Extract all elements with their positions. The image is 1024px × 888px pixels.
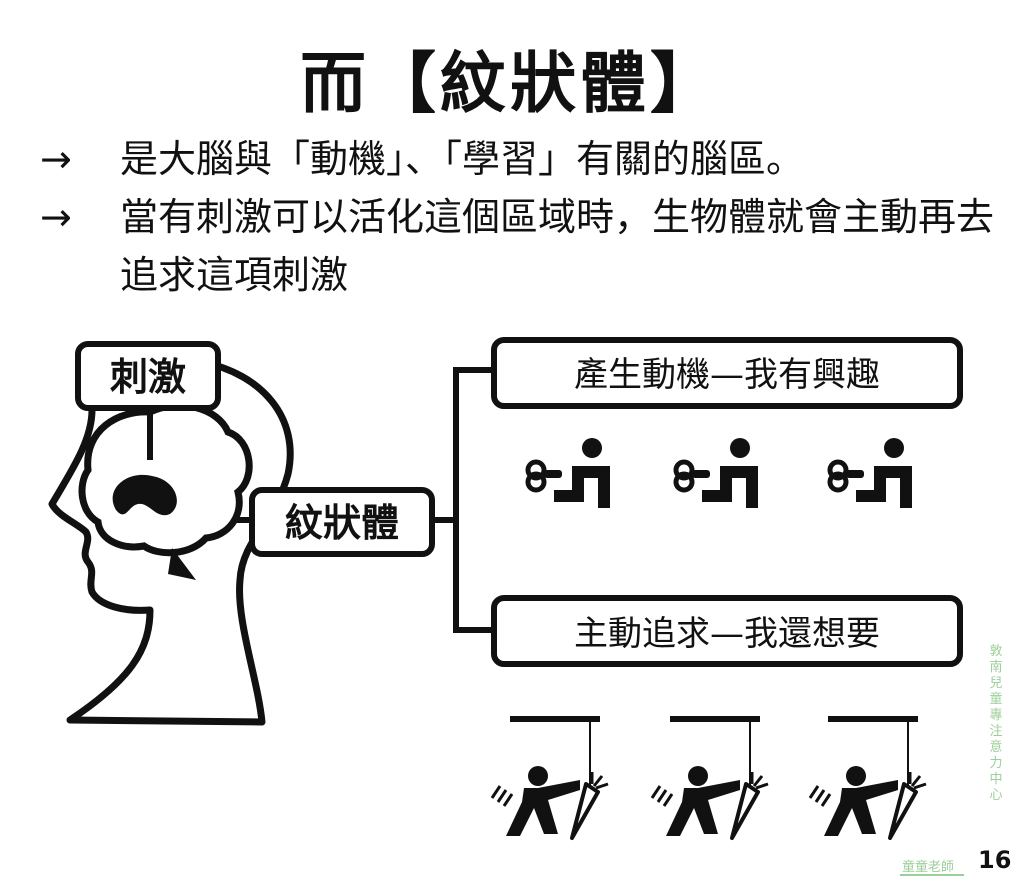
figure-chasing-carrot-icon — [490, 714, 610, 840]
footer-divider — [900, 874, 964, 876]
bullet-item: → 是大腦與「動機」、「學習」有關的腦區。 — [40, 130, 1000, 188]
stimulus-box: 刺激 — [75, 341, 221, 411]
bullet-text: 是大腦與「動機」、「學習」有關的腦區。 — [120, 137, 805, 181]
slide-title: 而【紋狀體】 — [300, 45, 720, 122]
figure-chasing-carrot-icon — [808, 714, 928, 840]
page-number: 16 — [978, 846, 1012, 874]
arrow-icon: → — [40, 195, 72, 239]
striatum-label: 紋狀體 — [285, 501, 399, 545]
bullet-text: 當有刺激可以活化這個區域時，生物體就會主動再去追求這項刺激 — [120, 195, 995, 297]
connector-line — [432, 367, 494, 633]
stimulus-label: 刺激 — [110, 355, 186, 399]
motivation-box: 產生動機—我有興趣 — [491, 337, 963, 409]
arrow-icon: → — [40, 137, 72, 181]
center-name-vertical: 敦南兒童專注意力中心 — [989, 644, 1003, 803]
bullet-list: → 是大腦與「動機」、「學習」有關的腦區。 → 當有刺激可以活化這個區域時，生物… — [40, 130, 1000, 304]
figure-chasing-carrot-icon — [650, 714, 770, 840]
pursuit-label: 主動追求—我還想要 — [574, 614, 880, 654]
pursuit-box: 主動追求—我還想要 — [491, 595, 963, 667]
motivation-label: 產生動機—我有興趣 — [574, 355, 880, 395]
windup-figure-icon — [528, 438, 610, 508]
bullet-item: → 當有刺激可以活化這個區域時，生物體就會主動再去追求這項刺激 — [40, 188, 1000, 304]
teacher-name: 童童老師 — [902, 860, 955, 875]
windup-figure-icon — [676, 438, 758, 508]
windup-figure-icon — [830, 438, 912, 508]
striatum-box: 紋狀體 — [249, 487, 435, 557]
